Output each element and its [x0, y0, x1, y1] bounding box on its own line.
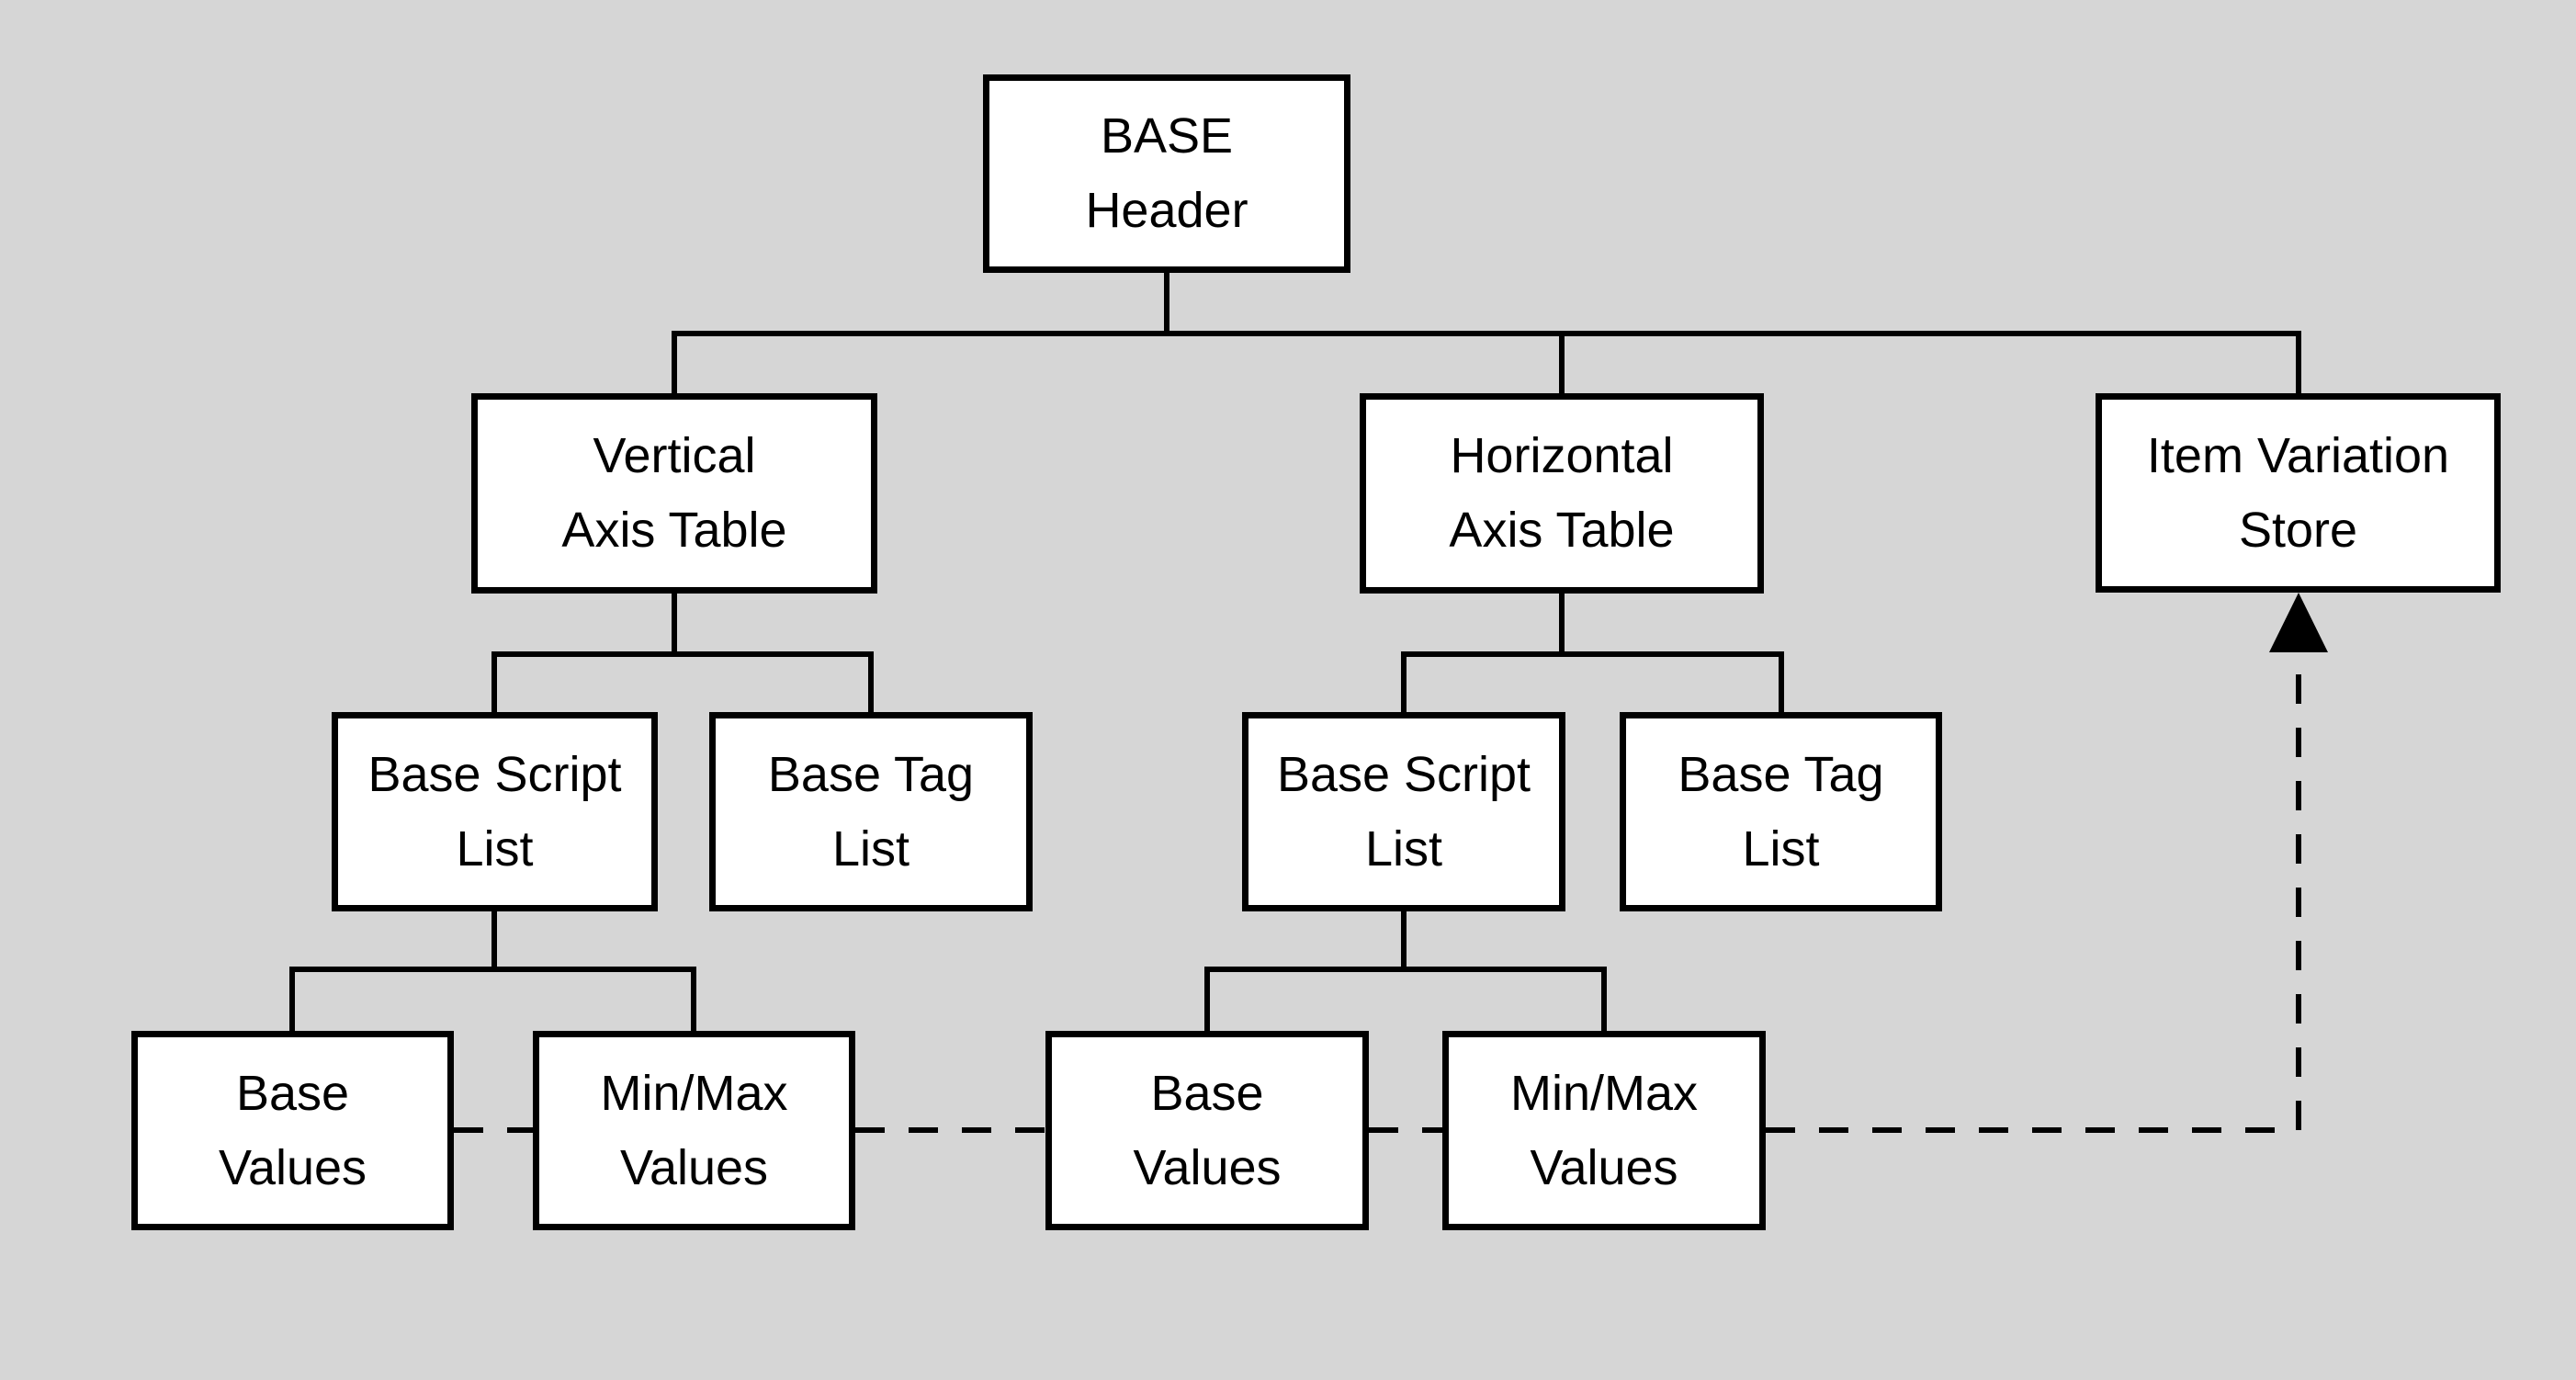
- node-horizontal-axis-table: Horizontal Axis Table: [1360, 393, 1764, 594]
- node-label: Base Tag List: [1678, 746, 1884, 877]
- edge-left-fork: [491, 651, 874, 715]
- edge-left-lower-fork: [289, 967, 696, 1034]
- node-label: Vertical Axis Table: [561, 428, 787, 558]
- node-base-header: BASE Header: [983, 74, 1350, 273]
- node-base-tag-list-vertical: Base Tag List: [709, 712, 1033, 911]
- node-label: Horizontal Axis Table: [1449, 428, 1675, 558]
- node-base-values-vertical: Base Values: [131, 1031, 454, 1230]
- node-base-tag-list-horizontal: Base Tag List: [1620, 712, 1942, 911]
- node-base-script-list-vertical: Base Script List: [332, 712, 658, 911]
- node-label: Min/Max Values: [600, 1065, 788, 1195]
- node-label: Base Script List: [1276, 746, 1531, 877]
- node-minmax-values-vertical: Min/Max Values: [533, 1031, 855, 1230]
- edge-main-rail: [672, 331, 2301, 396]
- node-label: Min/Max Values: [1509, 1065, 1699, 1195]
- dashed-to-item-variation-store: [1766, 649, 2301, 1133]
- node-label: Base Values: [218, 1065, 367, 1195]
- node-item-variation-store: Item Variation Store: [2096, 393, 2501, 593]
- node-label: Base Script List: [367, 746, 622, 877]
- node-minmax-values-horizontal: Min/Max Values: [1442, 1031, 1766, 1230]
- node-label: BASE Header: [1085, 108, 1248, 238]
- node-label: Base Values: [1133, 1065, 1282, 1195]
- node-base-values-horizontal: Base Values: [1045, 1031, 1369, 1230]
- node-base-script-list-horizontal: Base Script List: [1242, 712, 1565, 911]
- node-label: Item Variation Store: [2146, 427, 2450, 558]
- edge-right-lower-fork: [1204, 967, 1607, 1034]
- arrowhead-up-icon: [2269, 593, 2328, 652]
- edge-right-fork: [1401, 651, 1784, 715]
- node-label: Base Tag List: [767, 746, 975, 877]
- node-vertical-axis-table: Vertical Axis Table: [471, 393, 877, 594]
